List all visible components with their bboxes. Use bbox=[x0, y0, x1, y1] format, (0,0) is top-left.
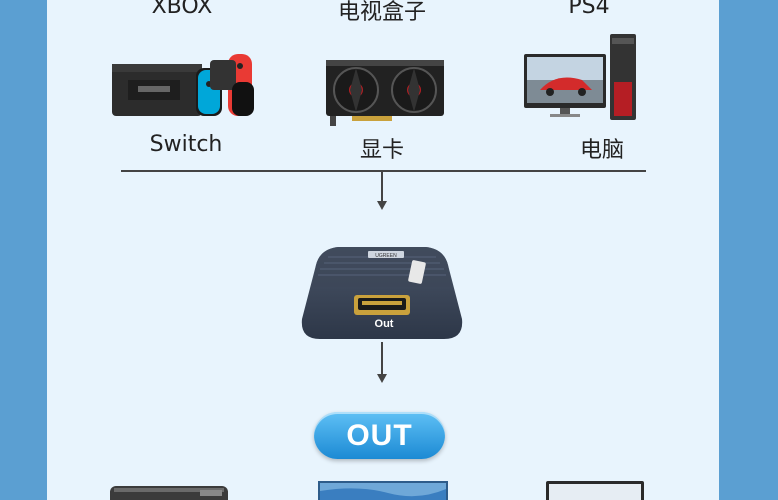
source-label-computer: 电脑 bbox=[579, 138, 624, 163]
source-label-tv-box: 电视盒子 bbox=[337, 0, 426, 25]
arrow-down-icon bbox=[377, 374, 387, 383]
source-label-graphics-card: 显卡 bbox=[359, 138, 404, 163]
connector-line-bottom bbox=[381, 342, 383, 375]
projector-icon bbox=[110, 486, 228, 500]
source-bus-line bbox=[121, 170, 646, 172]
brand-logo: UGREEN bbox=[375, 253, 397, 259]
source-label-xbox: XBOX bbox=[151, 0, 213, 19]
source-label-switch: Switch bbox=[149, 132, 223, 157]
hdmi-adapter-device: UGREEN bbox=[301, 247, 463, 339]
device-port-label: Out bbox=[374, 318, 394, 330]
connector-line-top bbox=[381, 171, 383, 201]
tv-screen-icon bbox=[318, 481, 448, 500]
output-badge: OUT bbox=[314, 412, 445, 459]
monitor-icon bbox=[546, 481, 644, 500]
graphics-card-icon bbox=[326, 60, 444, 126]
nintendo-switch-icon bbox=[112, 54, 254, 116]
desktop-computer-icon bbox=[524, 34, 636, 120]
arrow-down-icon bbox=[377, 201, 387, 210]
source-label-ps4: PS4 bbox=[568, 0, 610, 19]
